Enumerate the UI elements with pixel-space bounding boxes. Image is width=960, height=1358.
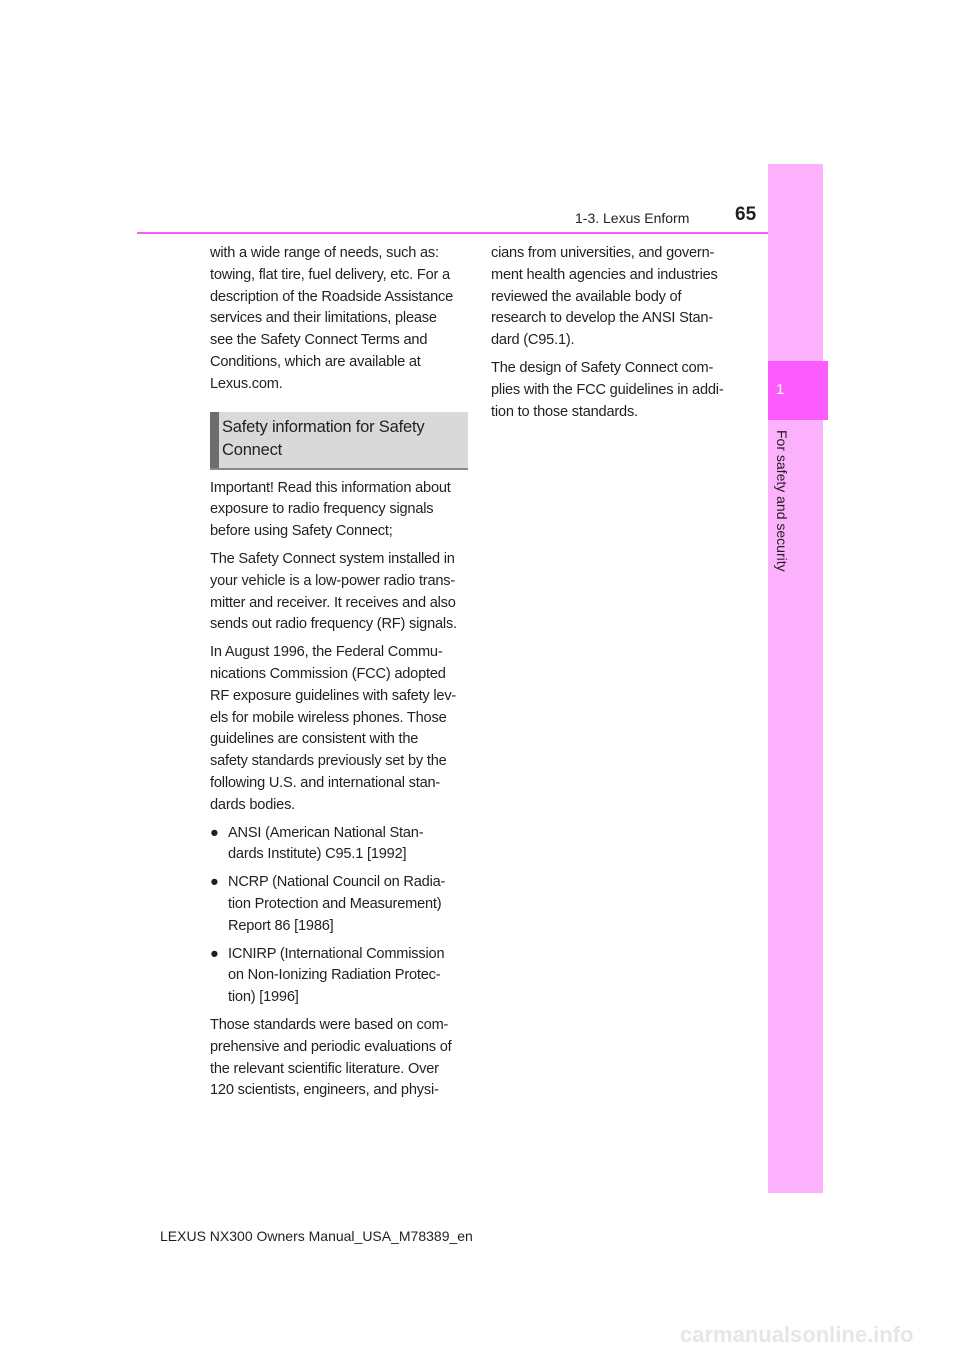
text-line: tion Protection and Measurement): [228, 895, 442, 912]
text-line: Those standards were based on com-: [210, 1016, 449, 1033]
text-line: 120 scientists, engineers, and physi-: [210, 1082, 439, 1099]
text-line: see the Safety Connect Terms and: [210, 332, 428, 349]
text-line: dard (C95.1).: [491, 332, 575, 349]
text-line: dards Institute) C95.1 [1992]: [228, 846, 407, 863]
text-line: dards bodies.: [210, 796, 296, 813]
text-line: guidelines are consistent with the: [210, 731, 419, 748]
paragraph: The design of Safety Connect com-plies w…: [491, 358, 756, 423]
bullet-icon: ●: [210, 824, 219, 841]
chapter-number: 1: [776, 381, 785, 398]
bullet-icon: ●: [210, 945, 219, 962]
text-line: ANSI (American National Stan-: [228, 824, 424, 841]
text-line: Report 86 [1986]: [228, 917, 334, 934]
text-line: towing, flat tire, fuel delivery, etc. F…: [210, 266, 450, 283]
heading-accent-bar: [210, 411, 219, 468]
paragraph: Important! Read this information about ex…: [210, 478, 475, 543]
footer-manual-id: LEXUS NX300 Owners Manual_USA_M78389_en: [160, 1228, 473, 1244]
text-line: your vehicle is a low-power radio trans-: [210, 572, 456, 589]
text-line: RF exposure guidelines with safety lev-: [210, 687, 457, 704]
text-line: Connect: [222, 440, 283, 459]
text-line: The Safety Connect system installed in: [210, 550, 455, 567]
bullet-item: ● NCRP (National Council on Radia-tion Pr…: [210, 872, 475, 937]
text-line: Conditions, which are available at: [210, 353, 421, 370]
text-line: cians from universities, and govern-: [491, 245, 715, 261]
text-line: Important! Read this information about: [210, 479, 451, 496]
text-line: nications Commission (FCC) adopted: [210, 665, 446, 682]
page-number: 65: [735, 204, 757, 225]
paragraph: The Safety Connect system installed in yo…: [210, 549, 475, 636]
text-line: ment health agencies and industries: [491, 266, 718, 283]
bullet-icon: ●: [210, 874, 219, 891]
text-line: ICNIRP (International Commission: [228, 945, 445, 962]
text-line: the relevant scientific literature. Over: [210, 1060, 439, 1077]
chapter-label: For safety and security: [774, 430, 790, 572]
text-line: services and their limitations, please: [210, 310, 437, 327]
text-line: In August 1996, the Federal Commu-: [210, 644, 443, 661]
text-line: plies with the FCC guidelines in addi-: [491, 381, 724, 398]
header-divider: [137, 232, 768, 234]
text-line: Safety information for Safety: [222, 417, 425, 436]
text-line: research to develop the ANSI Stan-: [491, 310, 713, 327]
watermark: carmanualsonline.info: [680, 1322, 914, 1347]
intro-paragraph: with a wide range of needs, such as: towi…: [210, 243, 475, 396]
text-line: reviewed the available body of: [491, 288, 682, 305]
text-line: The design of Safety Connect com-: [491, 359, 714, 376]
text-line: exposure to radio frequency signals: [210, 501, 434, 518]
chapter-tab[interactable]: 1: [768, 361, 828, 420]
chapter-sidebar: [768, 164, 823, 1193]
text-line: prehensive and periodic evaluations of: [210, 1038, 452, 1055]
text-line: before using Safety Connect;: [210, 523, 393, 540]
text-line: mitter and receiver. It receives and als…: [210, 594, 456, 611]
text-line: Lexus.com.: [210, 375, 283, 392]
text-line: on Non-Ionizing Radiation Protec-: [228, 967, 441, 984]
text-line: following U.S. and international stan-: [210, 774, 441, 791]
section-title: 1-3. Lexus Enform: [575, 210, 690, 226]
text-line: safety standards previously set by the: [210, 753, 447, 770]
text-line: tion) [1996]: [228, 989, 299, 1006]
text-line: sends out radio frequency (RF) signals.: [210, 616, 457, 633]
closing-paragraph: Those standards were based on com-prehen…: [210, 1015, 475, 1102]
text-line: NCRP (National Council on Radia-: [228, 874, 446, 891]
paragraph: cians from universities, and govern-ment…: [491, 243, 756, 352]
left-column: with a wide range of needs, such as: towi…: [210, 243, 475, 1108]
right-column: cians from universities, and govern-ment…: [491, 243, 756, 429]
text-line: with a wide range of needs, such as:: [210, 245, 439, 261]
text-line: tion to those standards.: [491, 403, 638, 420]
bullet-item: ● ICNIRP (International Commission on Non-…: [210, 944, 475, 1009]
bullet-item: ● ANSI (American National Stan-dards Inst…: [210, 823, 475, 867]
text-line: description of the Roadside Assistance: [210, 288, 454, 305]
paragraph: In August 1996, the Federal Commu-nicati…: [210, 642, 475, 816]
text-line: els for mobile wireless phones. Those: [210, 709, 447, 726]
